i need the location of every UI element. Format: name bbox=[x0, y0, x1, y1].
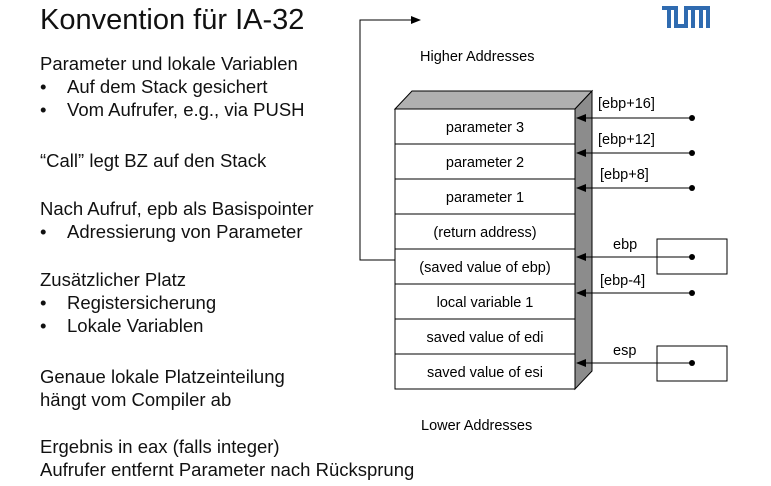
stack-cell-label: parameter 3 bbox=[446, 120, 524, 136]
stack-side-face bbox=[574, 89, 593, 391]
stack-top-face bbox=[393, 90, 594, 110]
bullet-dot: • bbox=[40, 292, 47, 313]
layout-line-1: Genaue lokale Platzeinteilung bbox=[40, 366, 285, 387]
params-heading: Parameter und lokale Variablen bbox=[40, 53, 298, 74]
stack-cell-parameter-1 bbox=[394, 178, 576, 215]
bullet-item: • Registersicherung bbox=[40, 291, 216, 314]
ref-label-ebp-minus-4: [ebp-4] bbox=[600, 273, 645, 289]
stack-cells: parameter 3 parameter 2 parameter 1 (ret… bbox=[394, 108, 576, 390]
params-block: Parameter und lokale Variablen • Auf dem … bbox=[40, 52, 305, 121]
stack-cell-label: parameter 2 bbox=[446, 155, 524, 171]
register-dot bbox=[689, 254, 695, 260]
bullet-item: • Auf dem Stack gesichert bbox=[40, 75, 305, 98]
higher-addresses-label: Higher Addresses bbox=[420, 49, 534, 65]
stack-cell-label: saved value of edi bbox=[427, 330, 544, 346]
bullet-text: Lokale Variablen bbox=[67, 315, 204, 336]
ref-label-ebp-plus-16: [ebp+16] bbox=[598, 96, 655, 112]
bullet-dot: • bbox=[40, 221, 47, 242]
result-line-1: Ergebnis in eax (falls integer) bbox=[40, 436, 280, 457]
register-label-ebp: ebp bbox=[613, 237, 637, 253]
bullet-item: • Lokale Variablen bbox=[40, 314, 216, 337]
stack-cell-label: (saved value of ebp) bbox=[419, 260, 550, 276]
after-call-block: Nach Aufruf, epb als Basispointer • Adres… bbox=[40, 197, 314, 243]
bullet-item: • Vom Aufrufer, e.g., via PUSH bbox=[40, 98, 305, 121]
after-call-heading: Nach Aufruf, epb als Basispointer bbox=[40, 198, 314, 219]
ref-dot bbox=[689, 150, 695, 156]
register-label-esp: esp bbox=[613, 343, 636, 359]
bullet-dot: • bbox=[40, 76, 47, 97]
slide-title: Konvention für IA-32 bbox=[40, 4, 305, 36]
lower-addresses-label: Lower Addresses bbox=[421, 418, 532, 434]
stack-cell-label: parameter 1 bbox=[446, 190, 524, 206]
extra-space-block: Zusätzlicher Platz • Registersicherung • L… bbox=[40, 268, 216, 337]
stack-cell-parameter-3 bbox=[394, 108, 576, 145]
stack-cell-return-address bbox=[394, 213, 576, 250]
bullet-text: Registersicherung bbox=[67, 292, 217, 313]
stack-cell-label: (return address) bbox=[433, 225, 536, 241]
result-block: Ergebnis in eax (falls integer) Aufrufer… bbox=[40, 435, 414, 481]
ref-dot bbox=[689, 115, 695, 121]
register-dot bbox=[689, 360, 695, 366]
ref-dot bbox=[689, 290, 695, 296]
layout-block: Genaue lokale Platzeinteilung hängt vom … bbox=[40, 365, 285, 411]
call-line: “Call” legt BZ auf den Stack bbox=[40, 150, 267, 171]
stack-cell-saved-edi bbox=[394, 318, 576, 355]
layout-line-2: hängt vom Compiler ab bbox=[40, 389, 232, 410]
stack-cell-label: local variable 1 bbox=[437, 295, 534, 311]
stack-cell-label: saved value of esi bbox=[427, 365, 543, 381]
bullet-dot: • bbox=[40, 99, 47, 120]
extra-space-heading: Zusätzlicher Platz bbox=[40, 269, 186, 290]
tum-logo bbox=[662, 6, 710, 28]
bullet-text: Auf dem Stack gesichert bbox=[67, 76, 268, 97]
bullet-item: • Adressierung von Parameter bbox=[40, 220, 314, 243]
bullet-text: Adressierung von Parameter bbox=[67, 221, 303, 242]
bullet-dot: • bbox=[40, 315, 47, 336]
ref-label-ebp-plus-8: [ebp+8] bbox=[600, 167, 649, 183]
ref-dot bbox=[689, 185, 695, 191]
result-line-2: Aufrufer entfernt Parameter nach Rückspr… bbox=[40, 459, 415, 480]
stack-cell-saved-esi bbox=[394, 353, 576, 390]
bullet-text: Vom Aufrufer, e.g., via PUSH bbox=[67, 99, 305, 120]
saved-ebp-pointer-line bbox=[359, 16, 421, 261]
stack-cell-saved-ebp bbox=[394, 248, 576, 285]
ref-label-ebp-plus-12: [ebp+12] bbox=[598, 132, 655, 148]
